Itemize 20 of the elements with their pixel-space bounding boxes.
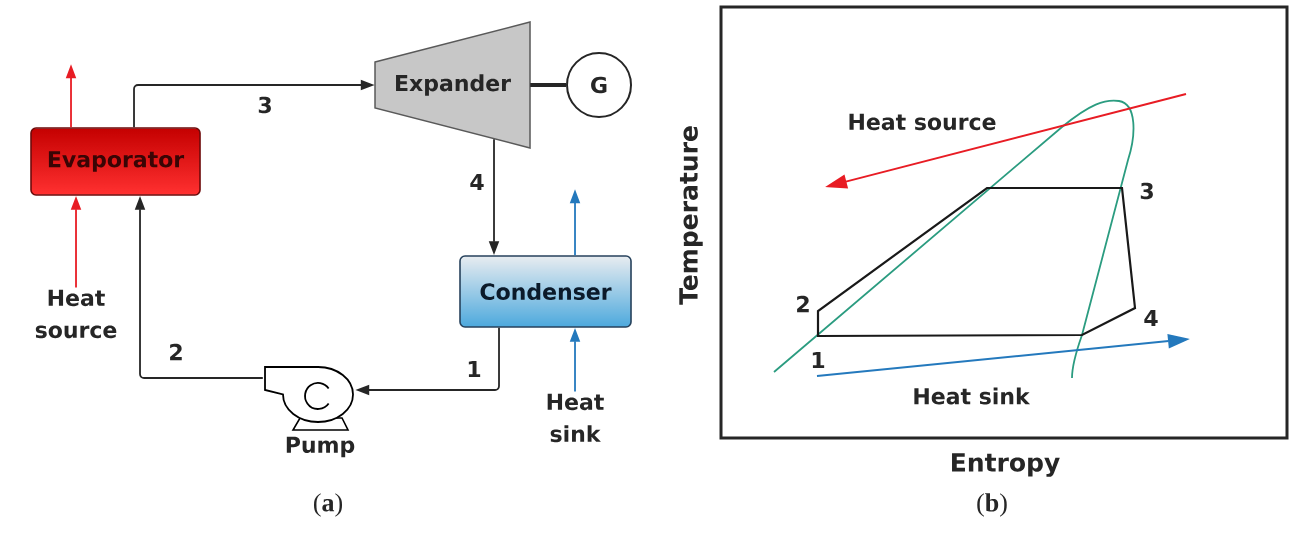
pump-label: Pump (286, 436, 355, 458)
edge-label: 2 (167, 342, 185, 362)
point-number: 4 (1144, 309, 1158, 326)
curve-label: Heat source (849, 113, 996, 131)
edge-label: 4 (468, 172, 486, 191)
axis-title: Temperature (679, 126, 703, 305)
point-number: 1 (812, 351, 825, 368)
panel-label: (b) (977, 493, 1007, 517)
axis-title: Entropy (952, 453, 1060, 477)
point-number: 3 (1140, 182, 1153, 200)
edge-label: 3 (256, 95, 274, 115)
heat-sink-text: Heat sink (547, 393, 604, 443)
heat-source-text: Heat source (35, 289, 117, 339)
panel-label: (a) (314, 493, 342, 517)
curve-label: Heat sink (914, 387, 1031, 405)
evaporator-box: Evaporator (30, 127, 201, 196)
point-number: 2 (797, 295, 809, 313)
condenser-box: Condenser (459, 255, 632, 328)
expander-trapezoid: Expander (374, 21, 531, 149)
edge-label: 1 (465, 359, 483, 378)
